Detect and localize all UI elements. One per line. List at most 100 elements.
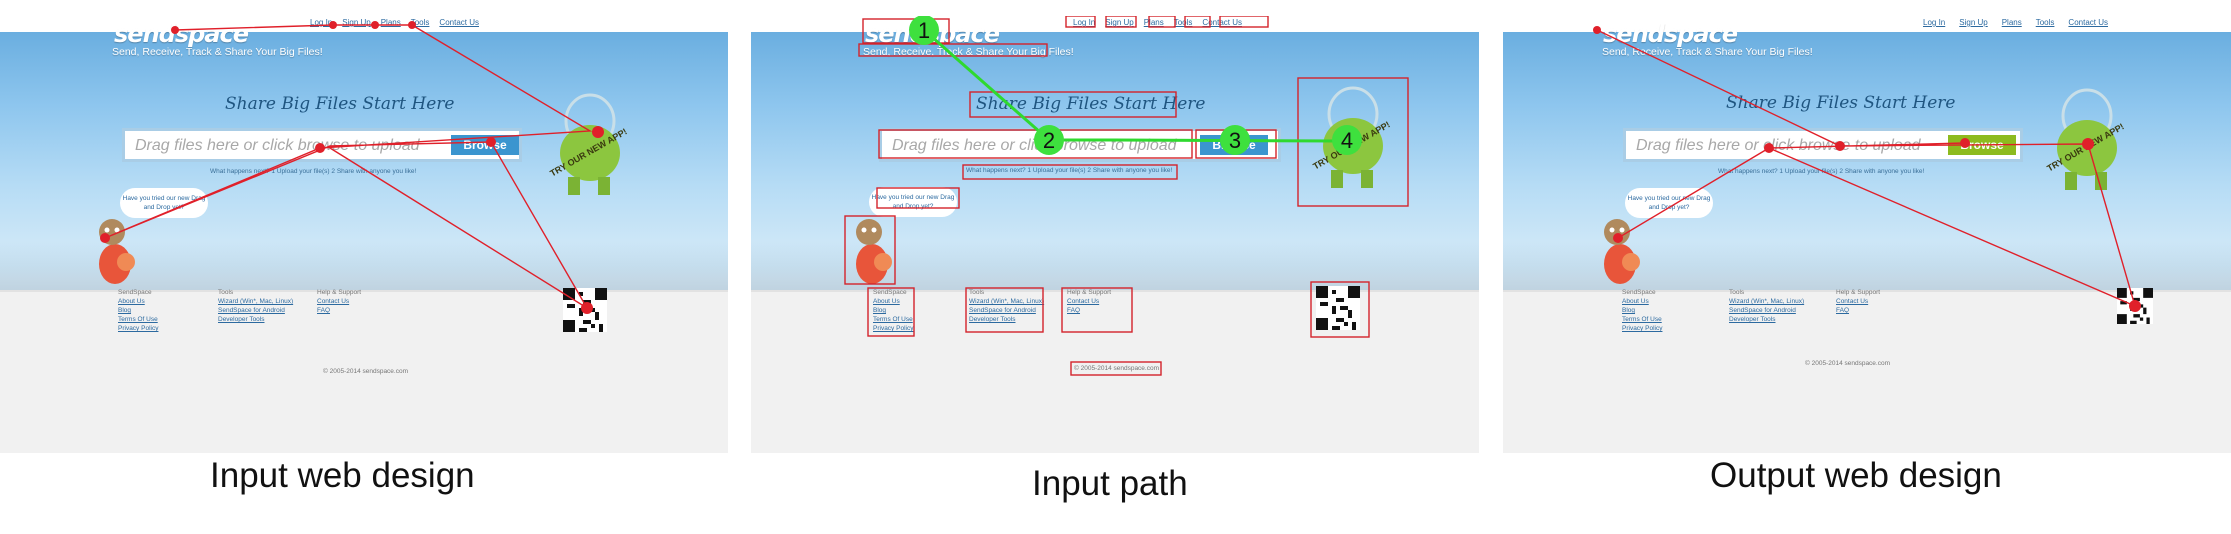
element-box bbox=[1105, 16, 1137, 28]
nav-tools[interactable]: Tools bbox=[1173, 18, 1193, 27]
fixation-point bbox=[329, 21, 337, 29]
caption-input-web-design: Input web design bbox=[210, 456, 475, 495]
fixation-point bbox=[2082, 138, 2094, 150]
footer-link[interactable]: Developer Tools bbox=[1729, 316, 1776, 323]
android-robot-icon[interactable]: TRY OUR NEW APP! bbox=[546, 91, 636, 201]
footer-heading: Help & Support bbox=[1067, 289, 1112, 296]
ground-divider bbox=[751, 290, 1479, 292]
gaze-scanpath-overlay bbox=[1593, 26, 2141, 312]
nav-plans[interactable]: Plans bbox=[2001, 18, 2022, 27]
nav-sign-up[interactable]: Sign Up bbox=[1105, 18, 1134, 27]
next-steps-text: What happens next? 1 Upload your file(s)… bbox=[966, 167, 1173, 174]
copyright: © 2005-2014 sendspace.com bbox=[1805, 360, 1891, 367]
fixation-point bbox=[100, 233, 110, 243]
element-box bbox=[1061, 287, 1133, 333]
footer-col-tools: Tools Wizard (Win*, Mac, Linux) SendSpac… bbox=[969, 288, 1044, 324]
footer-link[interactable]: About Us bbox=[118, 298, 145, 305]
output-web-design-panel: sendspace Send, Receive, Track & Share Y… bbox=[1503, 16, 2231, 453]
footer-link[interactable]: Blog bbox=[873, 307, 887, 314]
next-steps-text: What happens next? 1 Upload your file(s)… bbox=[1718, 168, 1925, 175]
scanpath-line bbox=[1596, 29, 2137, 308]
mascot-figure-icon bbox=[1604, 219, 1640, 284]
ground-divider bbox=[1503, 290, 2231, 292]
nav-sign-up[interactable]: Sign Up bbox=[342, 18, 371, 27]
footer-col-sendspace: SendSpace About Us Blog Terms Of Use Pri… bbox=[118, 288, 158, 333]
footer-link[interactable]: Terms Of Use bbox=[118, 316, 158, 323]
footer-link[interactable]: Wizard (Win*, Mac, Linux) bbox=[218, 298, 294, 305]
element-box bbox=[1184, 16, 1211, 28]
fixation-point bbox=[1960, 138, 1970, 148]
qr-code-icon bbox=[2117, 288, 2153, 324]
element-box bbox=[1148, 16, 1176, 28]
footer-link[interactable]: FAQ bbox=[1067, 307, 1081, 314]
footer-link[interactable]: Wizard (Win*, Mac, Linux) bbox=[969, 298, 1045, 305]
nav-contact-us[interactable]: Contact Us bbox=[2068, 18, 2108, 27]
site-tagline: Send, Receive, Track & Share Your Big Fi… bbox=[1602, 46, 1813, 58]
footer-link[interactable]: Contact Us bbox=[1067, 298, 1100, 305]
footer-link[interactable]: Developer Tools bbox=[218, 316, 265, 323]
gaze-scanpath-overlay bbox=[100, 21, 604, 314]
nav-tools[interactable]: Tools bbox=[2035, 18, 2055, 27]
footer-link[interactable]: Blog bbox=[118, 307, 132, 314]
nav-log-in[interactable]: Log In bbox=[1073, 18, 1096, 27]
fixation-point bbox=[1835, 141, 1845, 151]
footer-link[interactable]: FAQ bbox=[317, 307, 331, 314]
top-nav: Log In Sign Up Plans Tools Contact Us bbox=[310, 18, 479, 27]
nav-tools[interactable]: Tools bbox=[410, 18, 430, 27]
top-nav: Log In Sign Up Plans Tools Contact Us bbox=[1073, 18, 1242, 27]
footer-link[interactable]: About Us bbox=[873, 298, 900, 305]
caption-input-path: Input path bbox=[1032, 464, 1188, 503]
footer-link[interactable]: About Us bbox=[1622, 298, 1649, 305]
nav-log-in[interactable]: Log In bbox=[310, 18, 333, 27]
footer-col-help: Help & Support Contact Us FAQ bbox=[1067, 288, 1111, 315]
footer-link[interactable]: Contact Us bbox=[1836, 298, 1869, 305]
top-nav: Log In Sign Up Plans Tools Contact Us bbox=[1923, 18, 2108, 27]
fixation-point bbox=[1764, 143, 1774, 153]
element-box bbox=[867, 287, 915, 337]
android-robot-icon[interactable]: TRY OUR NEW APP! bbox=[1309, 84, 1399, 194]
footer-link[interactable]: FAQ bbox=[1836, 307, 1850, 314]
element-box bbox=[1310, 281, 1370, 338]
footer-col-sendspace: SendSpace About Us Blog Terms Of Use Pri… bbox=[873, 288, 913, 333]
path-line bbox=[923, 28, 1340, 143]
fixation-point bbox=[171, 26, 179, 34]
element-box bbox=[962, 164, 1178, 180]
site-tagline: Send, Receive, Track & Share Your Big Fi… bbox=[863, 46, 1074, 58]
footer-link[interactable]: SendSpace for Android bbox=[218, 307, 285, 314]
footer-link[interactable]: Terms Of Use bbox=[1622, 316, 1662, 323]
fixation-point bbox=[1593, 26, 1601, 34]
footer-link[interactable]: Contact Us bbox=[317, 298, 350, 305]
element-box bbox=[876, 187, 960, 209]
footer-heading: SendSpace bbox=[873, 289, 907, 296]
path-marker-1 bbox=[909, 16, 939, 45]
fixation-point bbox=[315, 143, 325, 153]
nav-log-in[interactable]: Log In bbox=[1923, 18, 1946, 27]
path-marker-4 bbox=[1332, 125, 1362, 155]
footer-link[interactable]: Terms Of Use bbox=[873, 316, 913, 323]
copyright: © 2005-2014 sendspace.com bbox=[1074, 365, 1160, 372]
nav-plans[interactable]: Plans bbox=[1143, 18, 1164, 27]
footer-heading: Tools bbox=[218, 289, 234, 296]
site-tagline: Send, Receive, Track & Share Your Big Fi… bbox=[112, 46, 323, 58]
input-path-panel: sendspace Send, Receive, Track & Share Y… bbox=[751, 16, 1479, 453]
nav-contact-us[interactable]: Contact Us bbox=[439, 18, 479, 27]
nav-sign-up[interactable]: Sign Up bbox=[1959, 18, 1988, 27]
mascot-figure-icon bbox=[856, 219, 892, 284]
footer-link[interactable]: Wizard (Win*, Mac, Linux) bbox=[1729, 298, 1805, 305]
footer-link[interactable]: Developer Tools bbox=[969, 316, 1016, 323]
footer-heading: Help & Support bbox=[317, 289, 362, 296]
footer-link[interactable]: SendSpace for Android bbox=[969, 307, 1036, 314]
footer-link[interactable]: Privacy Policy bbox=[118, 325, 159, 332]
element-box bbox=[844, 215, 896, 285]
nav-plans[interactable]: Plans bbox=[380, 18, 401, 27]
footer-col-tools: Tools Wizard (Win*, Mac, Linux) SendSpac… bbox=[218, 288, 293, 324]
nav-contact-us[interactable]: Contact Us bbox=[1202, 18, 1242, 27]
drag-drop-bubble: Have you tried our new Drag and Drop yet… bbox=[869, 187, 957, 217]
headline: Share Big Files Start Here bbox=[1726, 93, 1956, 113]
footer-link[interactable]: SendSpace for Android bbox=[1729, 307, 1796, 314]
footer-link[interactable]: Privacy Policy bbox=[873, 325, 914, 332]
footer-heading: SendSpace bbox=[1622, 289, 1656, 296]
path-marker-label-1: 1 bbox=[918, 18, 930, 43]
footer-link[interactable]: Blog bbox=[1622, 307, 1636, 314]
footer-link[interactable]: Privacy Policy bbox=[1622, 325, 1663, 332]
